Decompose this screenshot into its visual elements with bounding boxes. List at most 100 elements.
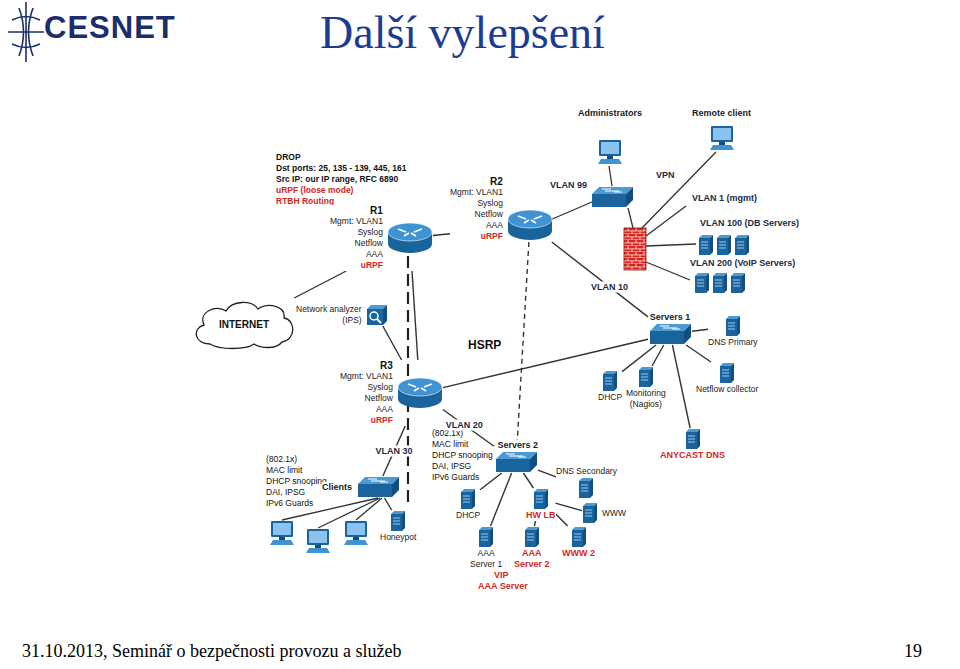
text-column: Servers 1 <box>650 312 691 323</box>
security-note: MAC limit <box>432 439 468 450</box>
node-text: Servers 2 <box>497 440 538 451</box>
server-icon <box>479 527 493 547</box>
server-icon <box>726 316 740 336</box>
node-text: Netflow <box>340 393 393 404</box>
cloud-outline <box>196 302 292 348</box>
protocol-label: HSRP <box>468 338 501 352</box>
node-text: ANYCAST DNS <box>660 450 725 461</box>
network-link <box>523 473 533 488</box>
network-link <box>412 271 418 360</box>
router-icon <box>387 221 433 255</box>
node-text: Netflow collector <box>696 384 758 395</box>
text-column: AAAServer 2 <box>514 548 550 570</box>
layout-wires <box>282 152 716 528</box>
node-text: Remote client <box>692 108 751 119</box>
client-pcs-part <box>270 521 294 545</box>
router-icon <box>397 376 443 410</box>
node-text: Servers 1 <box>650 312 691 323</box>
router: R3Mgmt: VLAN1SyslogNetflowAAAuRPF <box>340 360 443 426</box>
vlan-label: VLAN 20 <box>444 419 485 430</box>
text-column: DNS Secondary <box>556 466 617 477</box>
admin-workstation: Administrators <box>578 108 642 165</box>
node-text: uRPF <box>340 415 393 426</box>
text-column: Network analyzer(IPS) <box>296 304 362 326</box>
node-text: Syslog <box>340 382 393 393</box>
server-icon <box>686 429 700 449</box>
vip-label: VIP <box>494 570 509 580</box>
node-text: Server 1 <box>470 559 502 570</box>
vlan-label: VLAN 1 (mgmt) <box>690 193 759 204</box>
server: AAAServer 1 <box>470 526 502 570</box>
layout-wires-part <box>609 166 612 186</box>
node-text: Server 2 <box>514 559 550 570</box>
router: R1Mgmt: VLAN1SyslogNetflowAAAuRPF <box>330 205 433 271</box>
network-link <box>517 242 529 440</box>
db-servers-part <box>717 235 731 255</box>
server-icon <box>579 478 593 498</box>
node-text: Syslog <box>450 198 503 209</box>
server: ANYCAST DNS <box>660 428 725 461</box>
node-text: Netflow <box>330 238 383 249</box>
router-icon <box>388 223 432 253</box>
text-column: DHCP <box>456 510 480 521</box>
pc-icon <box>710 126 734 150</box>
layout-wires-part <box>646 262 690 280</box>
switch-icon <box>592 187 633 207</box>
text-column: DHCP <box>598 392 622 403</box>
db-servers-part <box>699 235 713 255</box>
server-icon <box>391 511 405 531</box>
network-link <box>692 329 708 331</box>
server-icon <box>603 371 617 391</box>
server-icon <box>478 526 494 548</box>
switch-icon <box>650 324 691 344</box>
node-text: Mgmt: VLAN1 <box>450 187 503 198</box>
network-link <box>383 326 402 360</box>
security-note: DAI, IPSG <box>266 487 305 498</box>
layout-wires-part <box>646 244 696 246</box>
logo-globe-part <box>8 2 44 62</box>
security-note: IPv6 Guards <box>432 472 479 483</box>
security-note: DAI, IPSG <box>432 461 471 472</box>
server-icon <box>524 526 540 548</box>
node-text: Monitoring <box>626 388 666 399</box>
router-icon <box>507 208 553 242</box>
server-icon <box>582 502 598 524</box>
vlan-label: VLAN 10 <box>589 281 630 292</box>
router-icon <box>398 378 442 408</box>
node-text: DHCP <box>456 510 480 521</box>
node-text: AAA <box>470 548 502 559</box>
node-text: WWW 2 <box>562 548 595 559</box>
server-icon <box>571 526 587 548</box>
node-text: uRPF <box>450 231 503 242</box>
server-icon <box>638 366 654 388</box>
switch-icon <box>648 323 692 345</box>
security-note: IPv6 Guards <box>266 498 313 509</box>
switch-icon <box>358 477 399 497</box>
network-link <box>556 503 583 511</box>
text-column: WWW <box>602 508 626 519</box>
node-text: R1 <box>330 205 383 216</box>
firewall-icon <box>624 228 646 270</box>
server-icon <box>639 367 653 387</box>
text-column: Honeypot <box>380 532 416 543</box>
network-link <box>385 498 392 510</box>
pc-icon <box>708 125 736 151</box>
page-number: 19 <box>904 640 922 662</box>
switch-icon <box>494 451 538 473</box>
server-icon <box>719 362 735 384</box>
text-column: R2Mgmt: VLAN1SyslogNetflowAAAuRPF <box>450 176 503 242</box>
switch: Servers 2 <box>494 440 538 473</box>
internet-cloud: INTERNET <box>190 298 298 350</box>
layout-wires-part <box>550 202 592 220</box>
network-link <box>672 345 690 428</box>
network-link <box>652 345 664 366</box>
server: DHCP <box>456 488 480 521</box>
lens-icon <box>366 304 388 326</box>
load-balancer: HW LB <box>526 488 556 521</box>
node-text: DNS Secondary <box>556 466 617 477</box>
remote-client: Remote client <box>692 108 751 151</box>
node-text: Netflow <box>450 209 503 220</box>
node-text: AAA <box>450 220 503 231</box>
server: DNS Primary <box>708 315 758 348</box>
text-column: DNS Primary <box>708 337 758 348</box>
